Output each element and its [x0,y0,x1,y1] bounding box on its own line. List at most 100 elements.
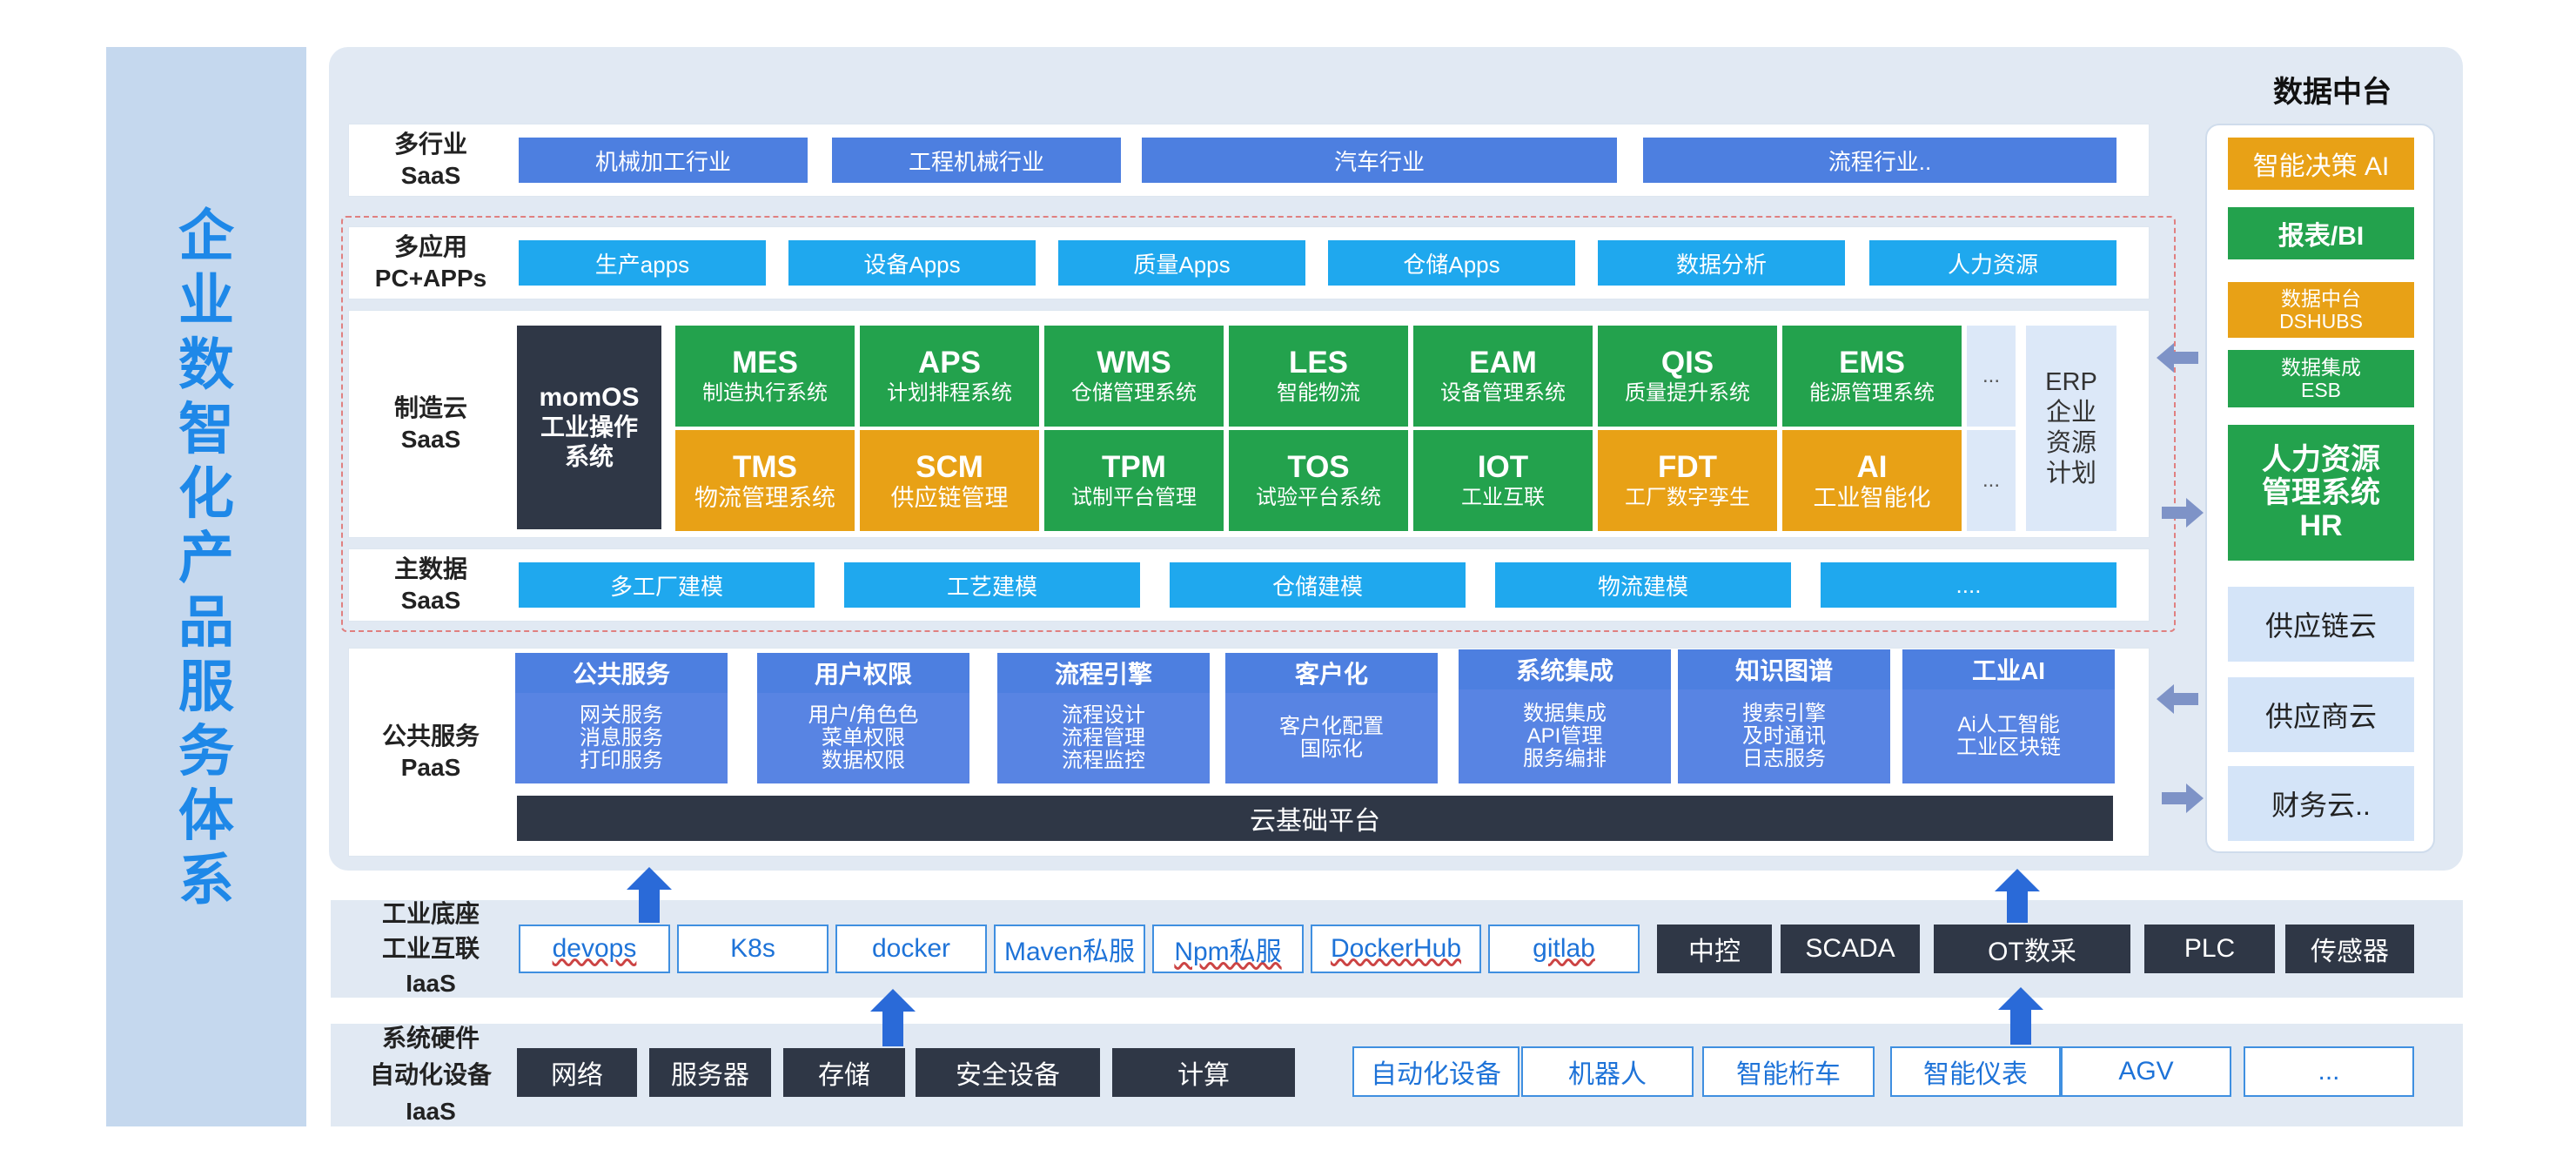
app-item[interactable]: 生产apps [519,240,766,286]
paas-box-line: 用户/角色色 [808,703,919,727]
master-item[interactable]: 仓储建模 [1170,562,1466,608]
app-item[interactable]: 质量Apps [1058,240,1305,286]
module-mes[interactable]: MES 制造执行系统 [675,326,855,427]
tool-dockerhub[interactable]: DockerHub [1311,925,1481,973]
dc-supply-chain-cloud[interactable]: 供应链云 [2228,587,2414,662]
master-item[interactable]: 多工厂建模 [519,562,815,608]
dc-finance-cloud[interactable]: 财务云.. [2228,766,2414,841]
more-modules-top[interactable]: ... [1967,326,2016,427]
app-item[interactable]: 设备Apps [788,240,1036,286]
module-tms[interactable]: TMS 物流管理系统 [675,430,855,531]
paas-box-title: 公共服务 [515,653,728,693]
device-item[interactable]: 机器人 [1521,1046,1694,1097]
hw-item[interactable]: 安全设备 [916,1048,1100,1097]
erp-line: 企业 [2045,399,2096,427]
module-aps[interactable]: APS 计划排程系统 [860,326,1039,427]
paas-box-title: 工业AI [1902,649,2115,689]
ot-item[interactable]: OT数采 [1934,925,2130,973]
dc-supplier-cloud[interactable]: 供应商云 [2228,677,2414,752]
label-line: 多应用 [393,233,467,260]
label-line: 自动化设备 [369,1061,492,1088]
arrow-up-icon [1998,987,2043,1045]
paas-box[interactable]: 用户权限 用户/角色色 菜单权限 数据权限 [757,653,969,785]
device-item[interactable]: 自动化设备 [1352,1046,1519,1097]
dc-item-ai[interactable]: 智能决策 AI [2228,138,2414,190]
module-tos[interactable]: TOS 试验平台系统 [1229,430,1408,531]
module-scm[interactable]: SCM 供应链管理 [860,430,1039,531]
master-item[interactable]: 物流建模 [1495,562,1791,608]
dc-item-dshubs[interactable]: 数据中台 DSHUBS [2228,282,2414,338]
label-line: 工业互联 [381,935,480,962]
hw-item[interactable]: 计算 [1112,1048,1295,1097]
label-line: 工业底座 [381,900,480,927]
device-item[interactable]: AGV [2061,1046,2231,1097]
tool-maven[interactable]: Maven私服 [994,925,1145,973]
paas-box[interactable]: 知识图谱 搜索引擎 及时通讯 日志服务 [1678,649,1890,785]
hr-line: HR [2299,509,2343,542]
paas-box-line: API管理 [1526,724,1603,748]
dc-item-esb[interactable]: 数据集成 ESB [2228,350,2414,407]
module-eam[interactable]: EAM 设备管理系统 [1413,326,1593,427]
paas-box-line: 日志服务 [1742,747,1826,770]
dc-hr-system[interactable]: 人力资源 管理系统 HR [2228,425,2414,561]
hw-item[interactable]: 服务器 [649,1048,771,1097]
paas-box-line: 网关服务 [580,703,663,727]
device-item[interactable]: ... [2244,1046,2414,1097]
module-tpm[interactable]: TPM 试制平台管理 [1044,430,1224,531]
master-item[interactable]: 工艺建模 [844,562,1140,608]
module-desc: 设备管理系统 [1440,381,1566,405]
module-desc: 供应链管理 [890,485,1009,511]
module-ai[interactable]: AI 工业智能化 [1782,430,1962,531]
app-item[interactable]: 仓储Apps [1328,240,1575,286]
tool-npm[interactable]: Npm私服 [1152,925,1304,973]
master-item[interactable]: .... [1821,562,2116,608]
side-title-char: 数 [178,333,234,396]
app-item[interactable]: 人力资源 [1869,240,2116,286]
data-center-title: 数据中台 [2273,75,2392,109]
industry-item[interactable]: 流程行业.. [1643,138,2116,183]
apps-label: 多应用 PC+APPs [348,226,513,299]
industry-item[interactable]: 汽车行业 [1142,138,1617,183]
module-iot[interactable]: IOT 工业互联 [1413,430,1593,531]
paas-box[interactable]: 系统集成 数据集成 API管理 服务编排 [1459,649,1671,785]
module-les[interactable]: LES 智能物流 [1229,326,1408,427]
module-desc: 试制平台管理 [1071,486,1197,509]
erp-block[interactable]: ERP 企业 资源 计划 [2026,326,2116,531]
industry-item[interactable]: 机械加工行业 [519,138,808,183]
hw-item[interactable]: 网络 [517,1048,637,1097]
paas-box-body: 客户化配置 国际化 [1225,693,1438,783]
arrow-left-icon [2157,684,2198,714]
module-wms[interactable]: WMS 仓储管理系统 [1044,326,1224,427]
tool-devops[interactable]: devops [519,925,670,973]
erp-line: 资源 [2045,429,2096,457]
app-item[interactable]: 数据分析 [1598,240,1845,286]
module-desc: 工业智能化 [1813,485,1931,511]
paas-box-line: 服务编排 [1523,747,1607,770]
ot-item[interactable]: 中控 [1657,925,1772,973]
paas-box[interactable]: 流程引擎 流程设计 流程管理 流程监控 [997,653,1210,785]
ot-item[interactable]: PLC [2144,925,2275,973]
hw-item[interactable]: 存储 [783,1048,905,1097]
tool-k8s[interactable]: K8s [677,925,828,973]
momos-block[interactable]: momOS 工业操作 系统 [517,326,661,529]
industry-item[interactable]: 工程机械行业 [832,138,1121,183]
tool-gitlab[interactable]: gitlab [1488,925,1640,973]
paas-box[interactable]: 公共服务 网关服务 消息服务 打印服务 [515,653,728,785]
more-modules-bottom[interactable]: ... [1967,430,2016,531]
dc-item-bi[interactable]: 报表/BI [2228,207,2414,259]
cloud-base-platform[interactable]: 云基础平台 [517,796,2113,841]
paas-box[interactable]: 客户化 客户化配置 国际化 [1225,653,1438,785]
ot-item[interactable]: 传感器 [2285,925,2414,973]
ot-item[interactable]: SCADA [1781,925,1920,973]
paas-box[interactable]: 工业AI Ai人工智能 工业区块链 [1902,649,2115,785]
module-ems[interactable]: EMS 能源管理系统 [1782,326,1962,427]
module-code: QIS [1660,346,1714,380]
side-title: 企 业 数 智 化 产 品 服 务 体 系 [106,204,306,912]
paas-box-body: 流程设计 流程管理 流程监控 [997,693,1210,783]
module-fdt[interactable]: FDT 工厂数字孪生 [1598,430,1777,531]
device-item[interactable]: 智能桁车 [1702,1046,1875,1097]
device-item[interactable]: 智能仪表 [1890,1046,2061,1097]
paas-box-line: 流程管理 [1062,726,1145,750]
module-qis[interactable]: QIS 质量提升系统 [1598,326,1777,427]
tool-docker[interactable]: docker [835,925,987,973]
